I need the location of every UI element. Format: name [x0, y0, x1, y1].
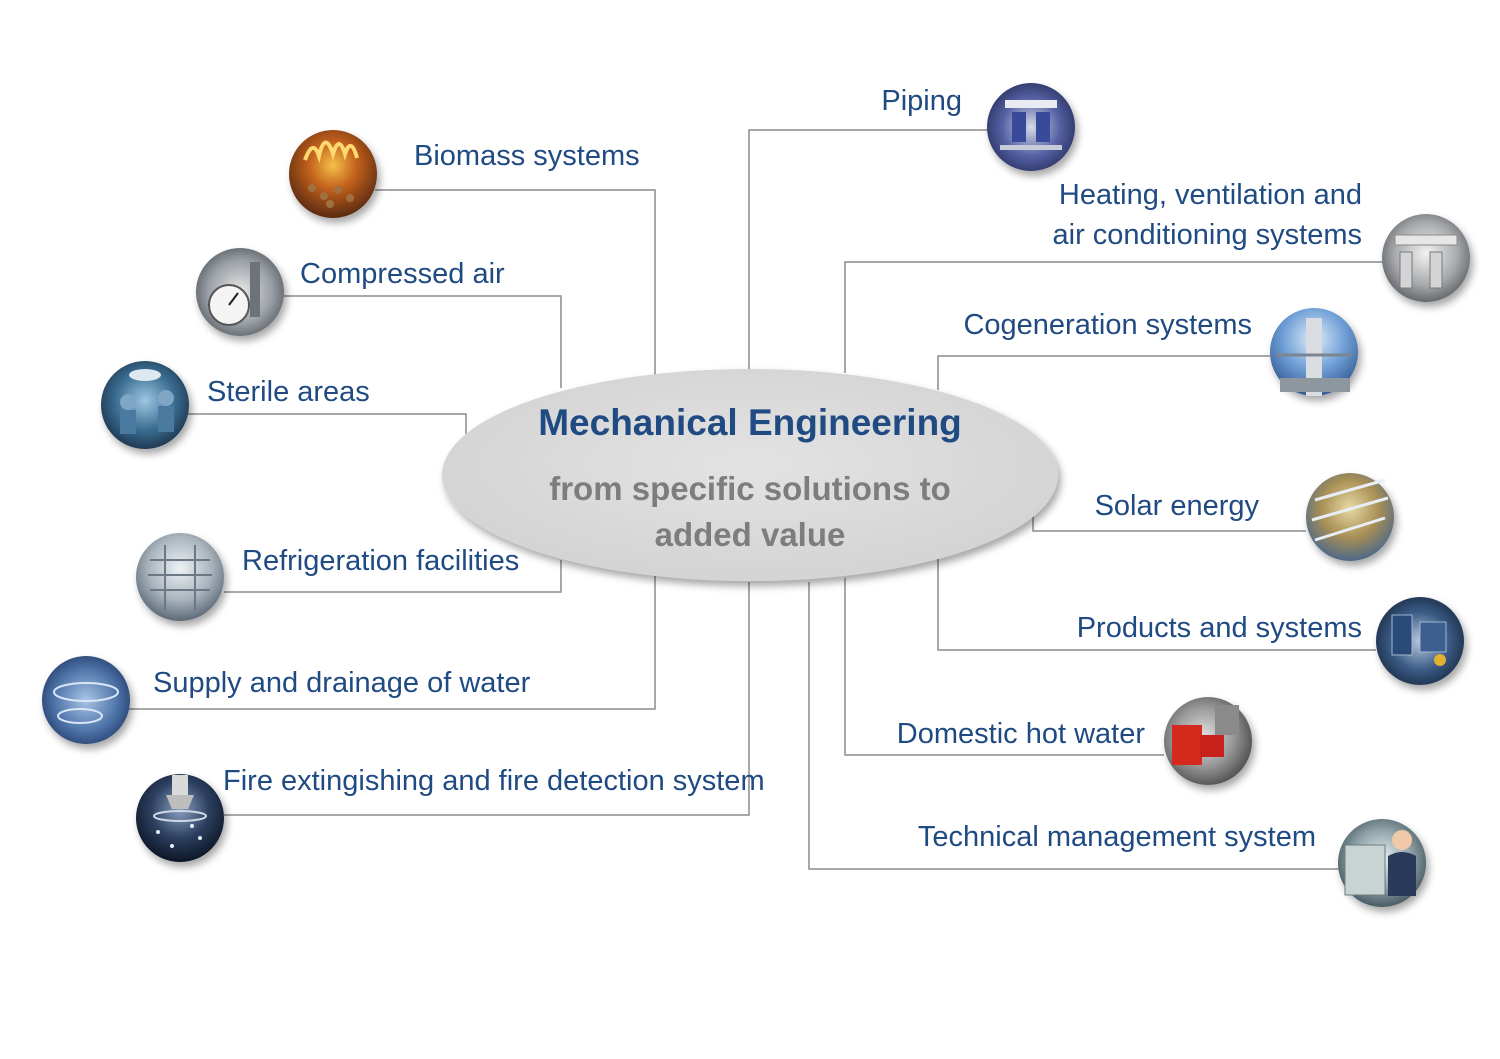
pipes-pumps-icon: [987, 83, 1075, 171]
label-sterile: Sterile areas: [207, 376, 370, 408]
connector-piping: [748, 129, 988, 370]
label-products: Products and systems: [1076, 612, 1362, 644]
connector-sterile: [188, 413, 467, 434]
center-subtitle-line2: added value: [654, 516, 846, 553]
connector-hvac: [844, 261, 1384, 373]
cooling-tower-icon: [136, 533, 224, 621]
label-hvac-line2: air conditioning systems: [1052, 219, 1362, 251]
label-hot-water: Domestic hot water: [896, 718, 1145, 750]
label-cogeneration: Cogeneration systems: [963, 309, 1252, 341]
solar-panels-icon: [1306, 473, 1394, 561]
center-subtitle: from specific solutions to added value: [450, 466, 1050, 558]
water-treatment-icon: [42, 656, 130, 744]
plant-equipment-icon: [1376, 597, 1464, 685]
label-piping: Piping: [881, 85, 962, 117]
connector-biomass: [375, 189, 656, 375]
center-ellipse: [442, 369, 1058, 581]
surgery-room-icon: [101, 361, 189, 449]
connector-lines: [128, 129, 1384, 870]
label-hvac-line1: Heating, ventilation and: [1058, 179, 1362, 211]
connector-compressed-air: [282, 295, 562, 388]
label-solar: Solar energy: [1094, 490, 1259, 522]
connector-cogeneration: [937, 355, 1270, 390]
sprinkler-icon: [136, 774, 224, 862]
connector-products: [937, 558, 1376, 651]
label-biomass: Biomass systems: [414, 140, 640, 172]
chimney-icon: [1270, 308, 1358, 396]
boiler-burner-icon: [1164, 697, 1252, 785]
center-title: Mechanical Engineering: [538, 402, 962, 443]
pressure-gauge-icon: [196, 248, 284, 336]
label-refrigeration: Refrigeration facilities: [242, 545, 520, 577]
connector-fire: [224, 582, 750, 816]
connector-water: [128, 576, 656, 710]
control-panel-icon: [1338, 819, 1426, 907]
connector-tms: [808, 582, 1340, 870]
label-tms: Technical management system: [917, 821, 1316, 853]
connector-refrigeration: [224, 560, 562, 593]
label-hvac: Heating, ventilation and air conditionin…: [1053, 175, 1362, 255]
label-compressed-air: Compressed air: [300, 258, 505, 290]
fire-pellets-icon: [289, 130, 377, 218]
hvac-ducts-icon: [1382, 214, 1470, 302]
center-subtitle-line1: from specific solutions to: [549, 470, 951, 507]
connector-hot-water: [844, 578, 1164, 756]
label-water: Supply and drainage of water: [153, 667, 531, 699]
label-fire: Fire extingishing and fire detection sys…: [223, 765, 765, 797]
